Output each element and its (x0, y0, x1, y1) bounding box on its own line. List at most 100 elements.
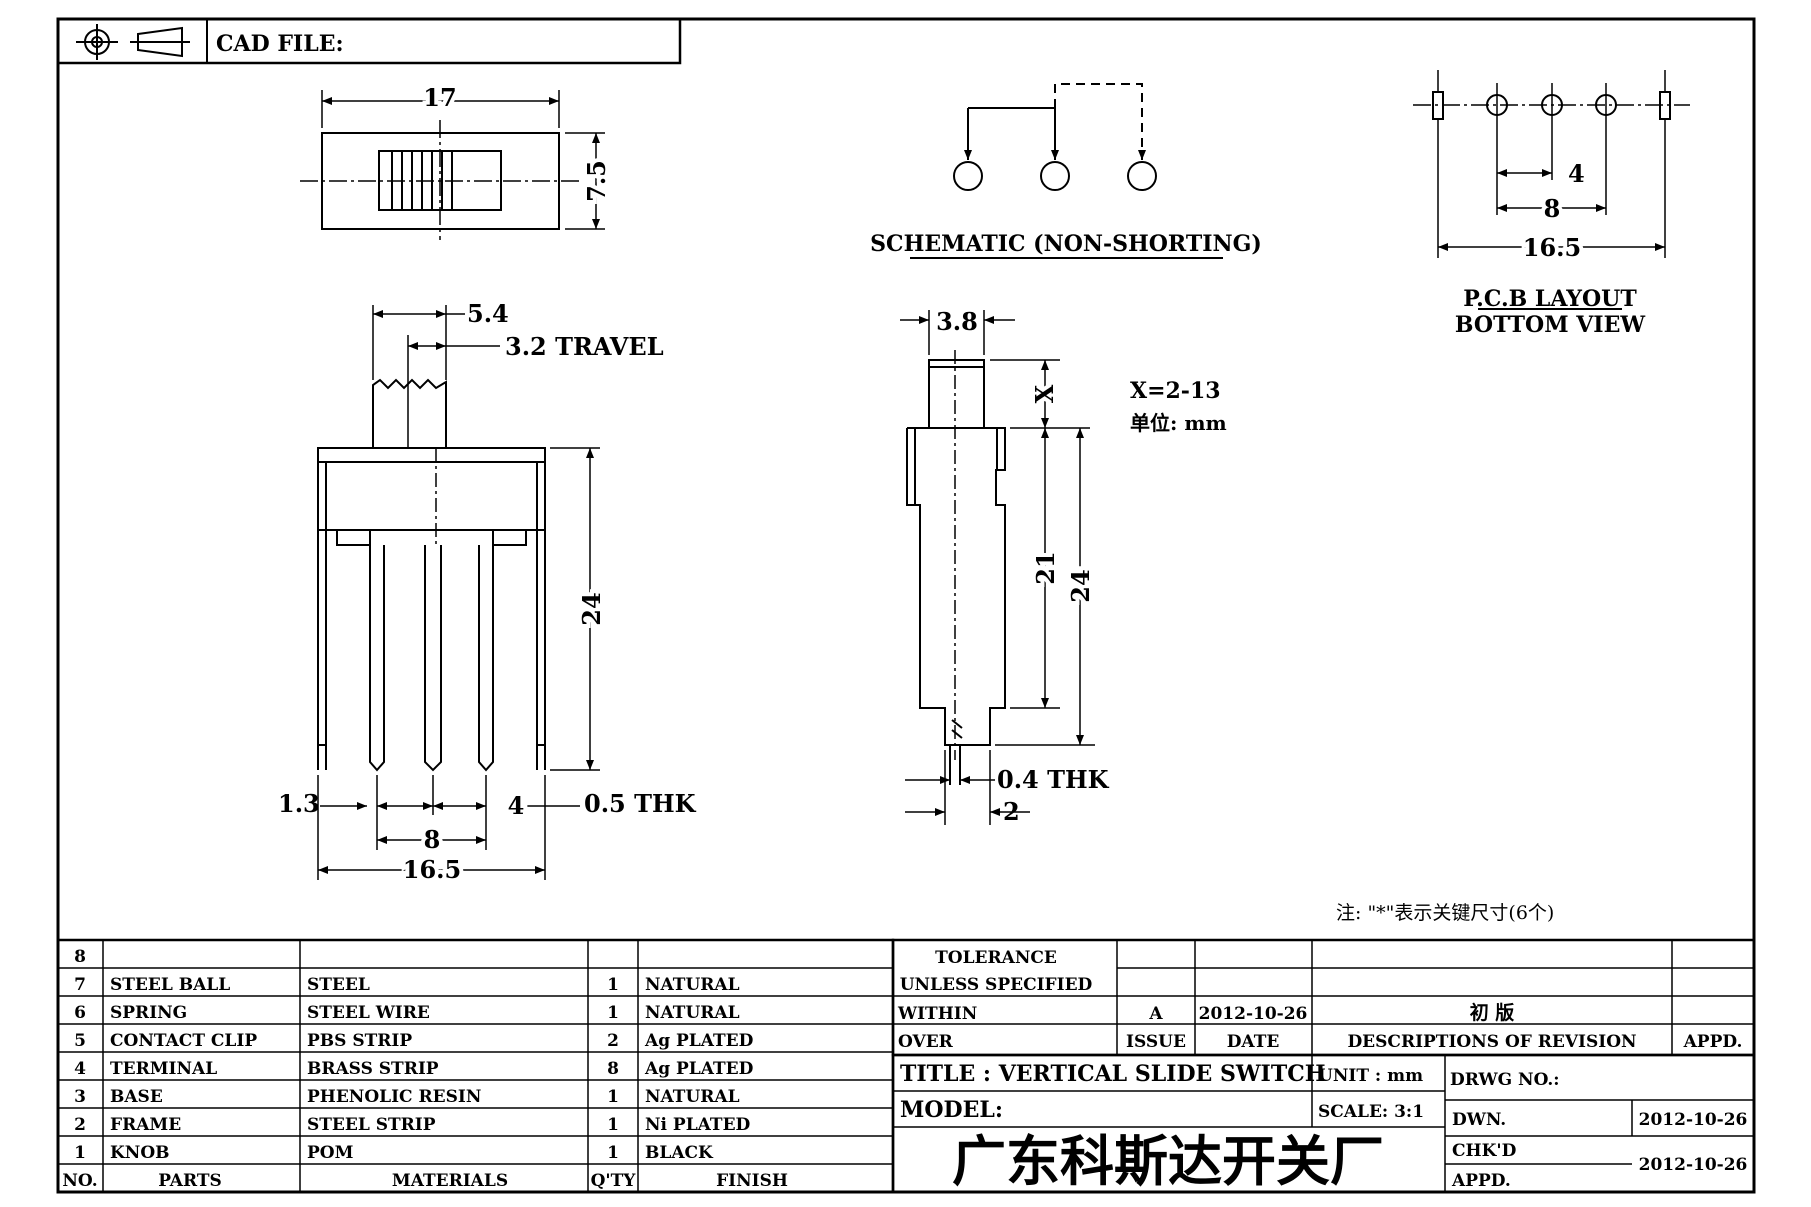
bom-cell-qty: 8 (607, 1059, 619, 1079)
front-knob-width-dim: 5.4 (467, 299, 509, 328)
bom-cell-part: FRAME (110, 1115, 181, 1135)
drawn-label: DWN. (1452, 1110, 1506, 1130)
bom-header-qty: Q'TY (591, 1171, 637, 1191)
side-pin-thickness-dim: 0.4 THK (997, 765, 1110, 794)
bom-cell-part: BASE (110, 1087, 163, 1107)
bom-cell-part: STEEL BALL (110, 975, 230, 995)
revision-desc-label: DESCRIPTIONS OF REVISION (1347, 1032, 1636, 1052)
side-inner-height-dim: 21 (1031, 551, 1060, 584)
bom-cell-finish: Ag PLATED (644, 1059, 754, 1079)
bom-header-part: PARTS (158, 1171, 222, 1191)
approved-label: APPD. (1451, 1171, 1511, 1191)
tolerance-line1: TOLERANCE (935, 948, 1057, 968)
side-knob-height-dim: X (1030, 384, 1059, 403)
tolerance-within: WITHIN (897, 1004, 977, 1024)
front-view (317, 305, 600, 880)
bom-cell-no: 2 (74, 1115, 86, 1135)
bom-cell-qty: 1 (607, 1115, 619, 1135)
cad-file-label: CAD FILE: (216, 31, 344, 57)
title-block (891, 1053, 1756, 1194)
top-view (300, 90, 605, 240)
bom-cell-qty: 1 (607, 1087, 619, 1107)
x-range-note: X=2-13 (1130, 378, 1221, 404)
side-pin-width-dim: 2 (1003, 797, 1020, 826)
revision-issue: A (1148, 1004, 1163, 1024)
checked-label: CHK'D (1452, 1141, 1517, 1161)
revision-appd-label: APPD. (1683, 1032, 1743, 1052)
bom-cell-finish: BLACK (645, 1143, 714, 1163)
pcb-overall-dim: 16.5 (1523, 233, 1581, 262)
bom-cell-material: POM (307, 1143, 354, 1163)
bom-header-material: MATERIALS (392, 1171, 508, 1191)
front-travel-dim: 3.2 TRAVEL (505, 332, 664, 361)
bom-cell-no: 1 (74, 1143, 86, 1163)
scale-label: SCALE: 3:1 (1318, 1102, 1424, 1122)
front-left-offset-dim: 1.3 (278, 789, 320, 818)
pcb-subtitle: BOTTOM VIEW (1455, 312, 1645, 338)
bom-cell-qty: 2 (607, 1031, 619, 1051)
bom-cell-no: 5 (74, 1031, 86, 1051)
bom-cell-part: CONTACT CLIP (110, 1031, 257, 1051)
top-height-dim: 7.5 (582, 160, 611, 202)
bom-header-no: NO. (62, 1171, 97, 1191)
checked-date: 2012-10-26 (1639, 1155, 1748, 1175)
drawing-title: TITLE : VERTICAL SLIDE SWITCH (900, 1061, 1326, 1087)
revision-issue-label: ISSUE (1126, 1032, 1186, 1052)
front-thickness-dim: 0.5 THK (584, 789, 697, 818)
bom-cell-no: 8 (74, 947, 86, 967)
company-name: 广东科斯达开关厂 (952, 1130, 1384, 1193)
front-overall-span-dim: 16.5 (403, 855, 461, 884)
revision-date-label: DATE (1227, 1032, 1280, 1052)
bom-cell-material: PBS STRIP (307, 1031, 412, 1051)
bom-cell-part: KNOB (110, 1143, 170, 1163)
bom-cell-material: STEEL (307, 975, 370, 995)
bom-cell-no: 3 (74, 1087, 86, 1107)
bom-cell-part: SPRING (110, 1003, 187, 1023)
pcb-span-dim: 8 (1544, 194, 1561, 223)
drawing-number-label: DRWG NO.: (1450, 1070, 1560, 1090)
revision-date: 2012-10-26 (1199, 1004, 1308, 1024)
revision-description: 初 版 (1470, 1001, 1515, 1024)
pcb-title: P.C.B LAYOUT (1463, 286, 1637, 312)
bom-cell-material: BRASS STRIP (307, 1059, 439, 1079)
bom-cell-material: STEEL STRIP (307, 1115, 436, 1135)
tolerance-line2: UNLESS SPECIFIED (900, 975, 1093, 995)
bom-cell-part: TERMINAL (110, 1059, 217, 1079)
bom-cell-qty: 1 (607, 1003, 619, 1023)
unit-label: UNIT : mm (1318, 1066, 1423, 1086)
pcb-layout-diagram (1413, 70, 1690, 310)
revision-block (891, 938, 1756, 1057)
side-view (900, 310, 1095, 825)
bom-cell-finish: Ni PLATED (645, 1115, 751, 1135)
bom-cell-finish: NATURAL (645, 1087, 740, 1107)
bom-cell-finish: Ag PLATED (644, 1031, 754, 1051)
bom-cell-material: PHENOLIC RESIN (307, 1087, 481, 1107)
side-outer-height-dim: 24 (1066, 569, 1095, 602)
drawn-date: 2012-10-26 (1639, 1110, 1748, 1130)
front-pitch-dim: 4 (508, 791, 525, 820)
bom-cell-finish: NATURAL (645, 1003, 740, 1023)
bom-cell-no: 4 (74, 1059, 86, 1079)
schematic-symbol (910, 83, 1223, 259)
pcb-pitch-dim: 4 (1568, 159, 1585, 188)
schematic-caption: SCHEMATIC (NON-SHORTING) (870, 231, 1262, 257)
bom-cell-finish: NATURAL (645, 975, 740, 995)
bom-table (56, 938, 895, 1194)
model-label: MODEL: (900, 1097, 1003, 1123)
bom-cell-no: 6 (74, 1003, 86, 1023)
unit-note: 单位: mm (1130, 411, 1227, 435)
header-box: CAD FILE: (56, 17, 682, 65)
bom-cell-qty: 1 (607, 1143, 619, 1163)
front-height-dim: 24 (577, 592, 606, 625)
front-pin-span-dim: 8 (424, 825, 441, 854)
side-knob-width-dim: 3.8 (936, 307, 978, 336)
bom-cell-qty: 1 (607, 975, 619, 995)
third-angle-projection-icon (76, 24, 190, 60)
top-width-dim: 17 (423, 83, 456, 112)
footnote: 注: "*"表示关键尺寸(6个) (1336, 902, 1554, 924)
bom-cell-material: STEEL WIRE (307, 1003, 430, 1023)
tolerance-over: OVER (898, 1032, 954, 1052)
bom-cell-no: 7 (74, 975, 86, 995)
